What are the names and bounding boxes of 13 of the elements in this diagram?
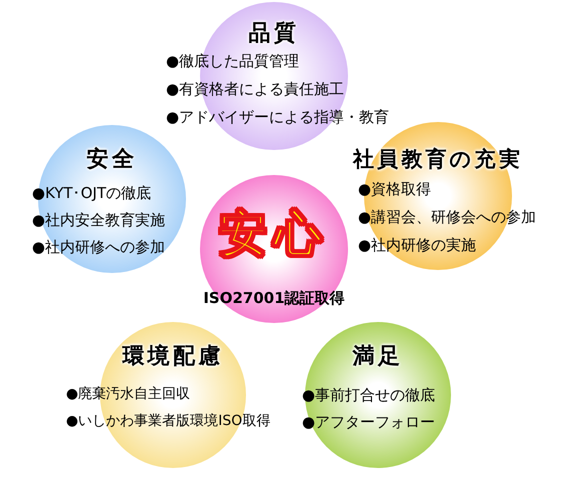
circle-heading: 環境配慮 <box>122 343 224 370</box>
bullet-item: ●社内研修への参加 <box>32 238 166 257</box>
bullet-item: ●KYT･OJTの徹底 <box>32 184 152 203</box>
bullet-item: ●社内研修の実施 <box>358 236 476 255</box>
circle-heading: 品質 <box>248 20 300 48</box>
bullet-item: ●徹底した品質管理 <box>166 52 300 71</box>
circle-heading: 満足 <box>352 343 404 370</box>
bullet-item: ●社内安全教育実施 <box>32 211 166 230</box>
bullet-item: ●廃棄汚水自主回収 <box>66 386 190 404</box>
bullet-item: ●有資格者による責任施工 <box>166 80 344 99</box>
bullet-item: ●アドバイザーによる指導・教育 <box>166 108 390 127</box>
circle-heading: 安全 <box>86 146 138 174</box>
bullet-item: ●いしかわ事業者版環境ISO取得 <box>66 413 270 430</box>
